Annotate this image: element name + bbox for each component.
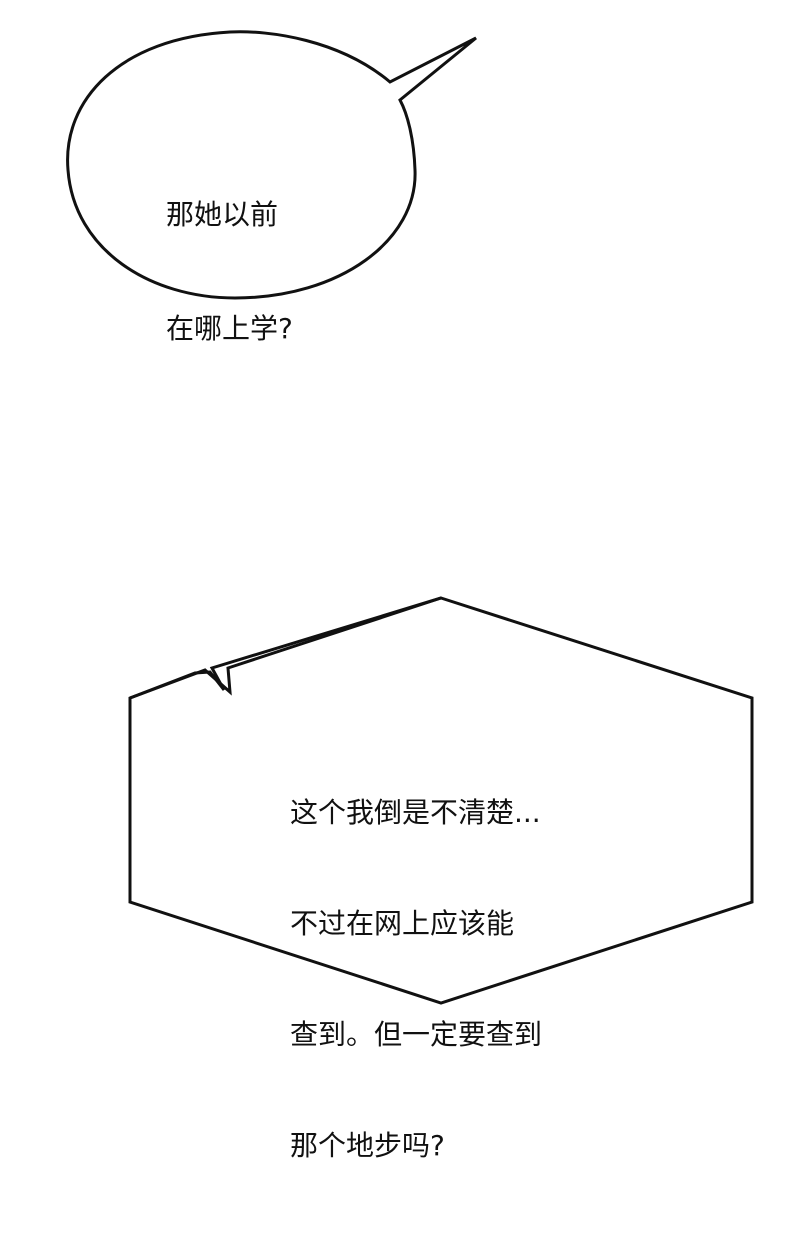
dialogue-line: 不过在网上应该能 <box>290 907 515 940</box>
dialogue-line: 那个地步吗? <box>290 1129 445 1162</box>
hexagon-bubble-text: 这个我倒是不清楚... 不过在网上应该能 查到。但一定要查到 那个地步吗? <box>290 720 542 1238</box>
hexagon-tail-notch <box>129 596 442 700</box>
speech-bubbles <box>66 30 754 1005</box>
dialogue-line: 那她以前 <box>166 198 279 231</box>
dialogue-line: 这个我倒是不清楚... <box>290 796 541 829</box>
dialogue-line: 在哪上学? <box>166 312 293 345</box>
oval-bubble-outline <box>66 30 477 300</box>
comic-panel: 那她以前 在哪上学? 这个我倒是不清楚... 不过在网上应该能 查到。但一定要查… <box>66 30 754 1162</box>
oval-bubble-text: 那她以前 在哪上学? <box>166 120 293 424</box>
dialogue-line: 查到。但一定要查到 <box>290 1018 543 1051</box>
